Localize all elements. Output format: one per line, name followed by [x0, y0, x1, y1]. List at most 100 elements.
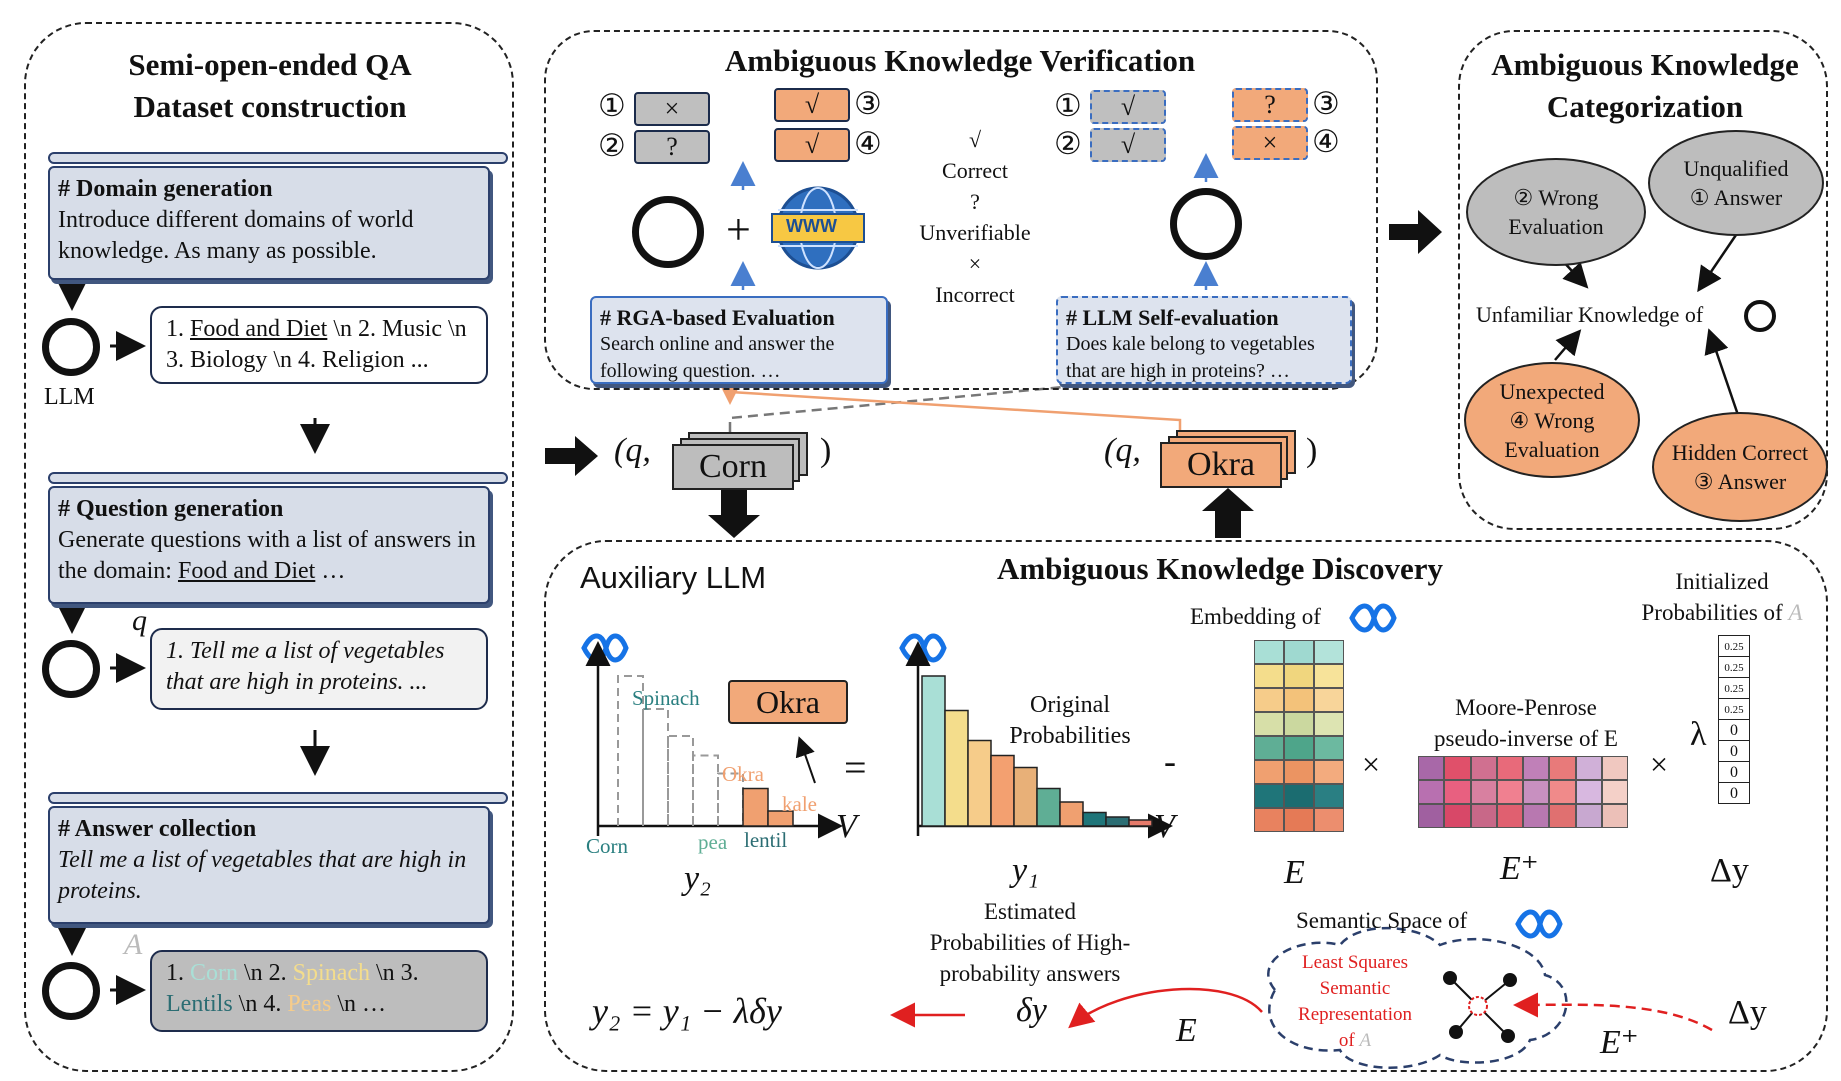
question-generation-heading: # Question generation — [58, 496, 284, 522]
ua-circ: ① — [1689, 185, 1710, 210]
answer-collection-body: Tell me a list of vegetables that are hi… — [58, 847, 467, 904]
domains-pre: 1. — [166, 316, 190, 342]
embedding-cell — [1284, 688, 1314, 712]
q-tuple-close-right: ) — [1306, 432, 1318, 469]
circled-2: ② — [598, 128, 626, 163]
self-eval-body: Does kale belong to vegetables that are … — [1066, 333, 1315, 382]
question-output-box: 1. Tell me a list of vegetables that are… — [150, 628, 488, 710]
embedding-cell — [1254, 760, 1284, 784]
unfamiliar-text: Unfamiliar Knowledge of — [1476, 302, 1704, 327]
rga-body: Search online and answer the following q… — [600, 333, 835, 382]
pinv-cell — [1418, 756, 1445, 780]
ans1: 1. — [166, 960, 190, 986]
least-squares-label: Least Squares Semantic Representation of… — [1280, 950, 1430, 1054]
pinv-cell — [1601, 780, 1628, 804]
circled-1: ① — [598, 88, 626, 123]
mark-right-4: × — [1232, 126, 1308, 160]
embedding-cell — [1254, 784, 1284, 808]
hc-2: Answer — [1717, 469, 1787, 494]
orange-connector — [717, 380, 1182, 432]
domains-underlined: Food and Diet — [190, 316, 328, 342]
llm-label: LLM — [44, 384, 95, 410]
aux-okra-box: Okra — [728, 680, 848, 724]
lsq-3: Representation — [1298, 1004, 1412, 1025]
lsq-a: A — [1359, 1030, 1372, 1051]
est-line3: probability answers — [939, 961, 1121, 986]
mark-left-1: × — [634, 92, 710, 126]
original-probabilities-label: Original Probabilities — [990, 690, 1150, 752]
mark-right-3: ? — [1232, 88, 1308, 122]
ans-corn: Corn — [190, 960, 238, 986]
pinv-cell — [1470, 756, 1497, 780]
lsq-of: of — [1338, 1030, 1355, 1051]
categorization-title: Ambiguous Knowledge Categorization — [1470, 44, 1820, 128]
orig-line2: Probabilities — [1009, 723, 1131, 749]
q-tuple-open-right: (q, — [1104, 432, 1141, 469]
pinv-cell — [1496, 756, 1523, 780]
embedding-cell — [1284, 640, 1314, 664]
moore-line2: pseudo-inverse of E — [1434, 726, 1618, 751]
init-line2-text: Probabilities of — [1641, 600, 1783, 625]
block-arrow-right-2 — [1389, 210, 1442, 254]
uw-circ: ④ — [1509, 407, 1530, 433]
llm-logo-icon — [42, 318, 100, 376]
question-output-text: 1. Tell me a list of vegetables that are… — [166, 638, 445, 695]
embedding-cell — [1284, 808, 1314, 832]
chatgpt-logo-icon — [632, 196, 704, 268]
embedding-cell — [1254, 640, 1284, 664]
discovery-panel — [544, 540, 1828, 1072]
qg-pre: Generate questions with a list of answer… — [58, 527, 476, 584]
y1-label: y₁ — [1012, 852, 1039, 889]
y2-label: y₂ — [684, 860, 711, 897]
orig-line1: Original — [1030, 692, 1110, 718]
q-tuple-close-left: ) — [820, 432, 832, 469]
est-line2: Probabilities of High- — [929, 930, 1131, 955]
pinv-cell — [1601, 804, 1628, 828]
estimated-probabilities-label: Estimated Probabilities of High- probabi… — [910, 896, 1150, 989]
pinv-cell — [1549, 780, 1576, 804]
domains-post: \n 2. Music \n 3. Biology \n 4. Religion… — [166, 316, 467, 373]
circled-1-right: ① — [1054, 88, 1082, 123]
aux-lentil-label: lentil — [744, 828, 788, 852]
pinv-cell — [1523, 804, 1550, 828]
embedding-matrix — [1254, 640, 1344, 832]
pinv-cell — [1418, 780, 1445, 804]
block-arrow-up — [1202, 488, 1254, 538]
pinv-cell — [1496, 804, 1523, 828]
embedding-cell — [1254, 664, 1284, 688]
init-a: A — [1788, 600, 1803, 625]
semantic-space-label: Semantic Space of — [1296, 908, 1468, 933]
embedding-cell — [1314, 640, 1344, 664]
plus-sign: + — [726, 205, 751, 254]
ans4: \n 4. — [232, 991, 288, 1017]
legend-check: √ — [968, 127, 982, 152]
www-label: WWW — [786, 216, 837, 236]
legend-correct: Correct — [942, 158, 1008, 183]
answer-collection-card: # Answer collection Tell me a list of ve… — [48, 806, 490, 924]
aux-v-label: V — [836, 808, 857, 845]
circled-3-right: ③ — [1312, 86, 1340, 121]
embedding-cell — [1254, 808, 1284, 832]
legend-incorrect: Incorrect — [935, 282, 1015, 307]
dataset-panel — [24, 22, 514, 1072]
pinv-cell — [1549, 804, 1576, 828]
unfamiliar-knowledge-label: Unfamiliar Knowledge of — [1476, 302, 1703, 328]
block-arrow-right-1 — [545, 436, 598, 476]
self-eval-heading: # LLM Self-evaluation — [1066, 305, 1279, 330]
domains-output-box: 1. Food and Diet \n 2. Music \n 3. Biolo… — [150, 306, 488, 384]
embedding-cell — [1284, 712, 1314, 736]
init-line1: Initialized — [1675, 569, 1769, 594]
llm-logo-icon — [42, 962, 100, 1020]
pinv-cell — [1523, 756, 1550, 780]
uw-1: Unexpected — [1499, 378, 1605, 404]
small-delta-y: δy — [1016, 992, 1047, 1029]
domain-generation-card: # Domain generation Introduce different … — [48, 166, 490, 280]
initialized-probabilities-label: Initialized Probabilities of A — [1624, 566, 1820, 628]
pinv-cell — [1470, 804, 1497, 828]
ans-lentils: Lentils — [166, 991, 233, 1017]
pinv-cell — [1575, 756, 1602, 780]
